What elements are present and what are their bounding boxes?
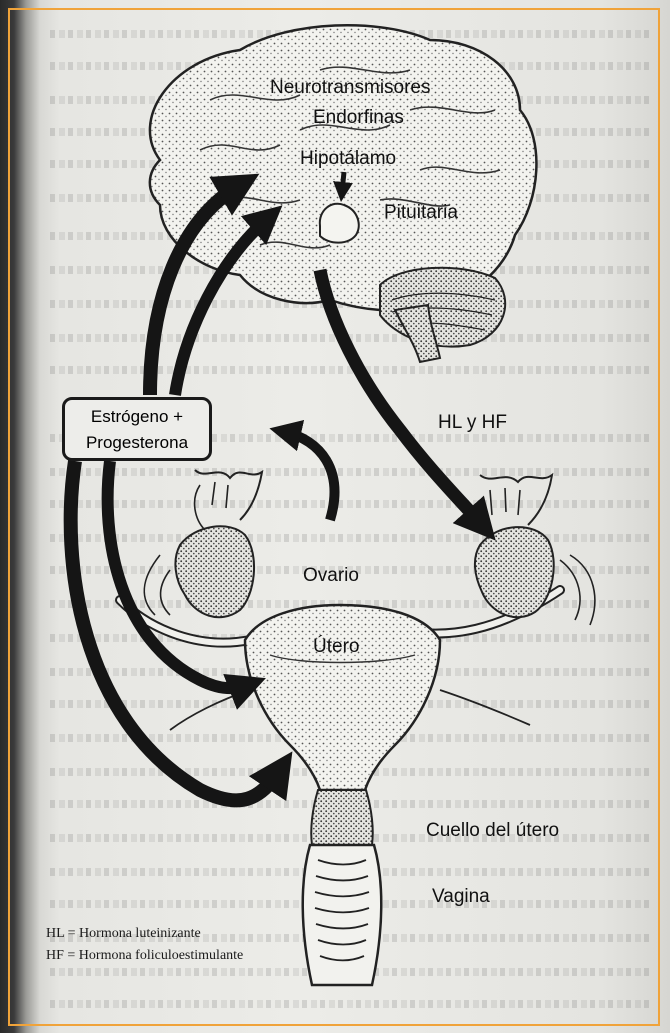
pituitary-gland (320, 204, 359, 243)
legend-item-fsh: HF = Hormona foliculoestimulante (46, 948, 243, 964)
hypothalamus-arrow (342, 172, 344, 192)
label-endorphins: Endorfinas (313, 107, 404, 129)
hormone-box-line2: Progesterona (65, 430, 209, 456)
cerebellum (380, 268, 505, 347)
legend-abbr-fsh: HF (46, 948, 64, 963)
left-ovary (175, 526, 254, 617)
label-pituitary: Pituitaria (384, 202, 458, 224)
label-hypothalamus: Hipotálamo (300, 148, 396, 170)
hormone-box-line1: Estrógeno + (65, 404, 209, 430)
uterus-body (245, 605, 440, 790)
brain (150, 25, 537, 362)
label-ovary: Ovario (303, 565, 359, 587)
cervix (311, 790, 373, 845)
label-vagina: Vagina (432, 886, 490, 908)
label-lh-fsh: HL y HF (438, 412, 507, 434)
legend-text-fsh: = Hormona foliculoestimulante (67, 948, 243, 963)
estrogen-progesterone-box: Estrógeno + Progesterona (62, 397, 212, 461)
label-neurotransmitters: Neurotransmisores (270, 77, 431, 99)
legend-abbr-lh: HL (46, 926, 64, 941)
legend-text-lh: = Hormona luteinizante (68, 926, 201, 941)
right-ovary (475, 527, 554, 617)
label-cervix: Cuello del útero (426, 820, 559, 842)
reproductive-organs (120, 470, 595, 985)
vagina (303, 845, 382, 985)
label-uterus: Útero (313, 636, 359, 658)
legend-item-lh: HL = Hormona luteinizante (46, 926, 201, 942)
ovary-to-box-arrow (285, 432, 334, 520)
